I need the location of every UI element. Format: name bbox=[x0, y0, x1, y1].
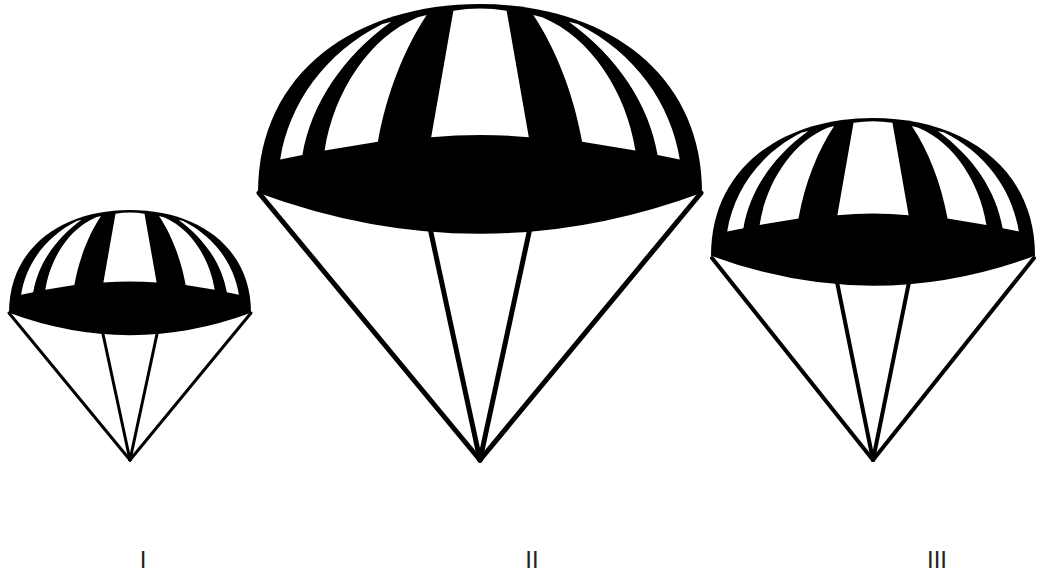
parachute-medium bbox=[711, 118, 1035, 460]
part-label: I bbox=[140, 548, 147, 572]
part-label: II bbox=[525, 548, 538, 572]
parachute-large bbox=[258, 4, 702, 460]
parachute-small bbox=[9, 210, 251, 460]
part-label: III bbox=[927, 548, 947, 572]
